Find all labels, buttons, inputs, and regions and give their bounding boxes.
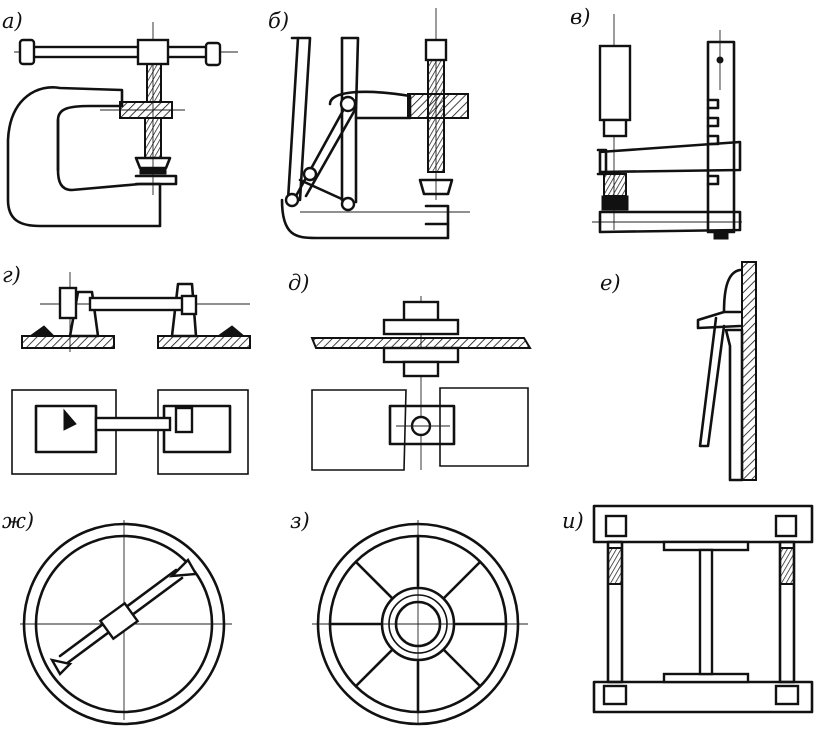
upper-platen [662,540,750,552]
clamp-plate-bottom [382,346,460,364]
base-jaw [424,204,450,226]
panel-label-z: з) [290,509,310,533]
jaw-plan-left [63,408,77,431]
panel-label-a: а) [2,9,23,33]
pivot-top [339,95,357,113]
lever-left-outer [286,36,300,202]
bolt-nut [402,360,440,378]
plate-left-plan [11,389,117,475]
column [706,40,736,234]
panel-label-d: д) [288,271,310,295]
turnbuckle [98,601,140,641]
nut [602,118,628,138]
workpiece [139,167,167,175]
tie-rod-right [778,540,796,684]
ring-outer [316,522,520,726]
lower-platen [662,672,750,684]
pressure-shoe [418,178,454,196]
handle-knob-left [18,38,36,66]
hub-bolt-circle [388,594,448,654]
plate-right-plan [439,387,529,467]
link-lower [298,178,346,202]
thread-right [779,547,795,585]
tie-rod-left [606,540,624,684]
wall-plate [724,328,744,482]
panel-a-c-clamp: а) [2,9,238,228]
column-notches [706,98,720,186]
screw-thread [427,59,445,173]
pivot-bottom-right [340,196,356,212]
base-foot [713,231,729,240]
panel-g-strap-clamp: г) [2,263,251,475]
wall-section [741,261,757,481]
thread-left [607,547,623,585]
nut-left [58,286,78,320]
screw-lower-thread [144,117,162,159]
handle-knob-right [204,41,222,67]
pivot-mid [302,166,318,182]
strut-end-top [168,558,198,578]
spokes [328,534,508,714]
frame-boss-section [119,101,173,119]
c-frame-jaw [134,174,178,186]
panel-i-press-frame: и) [562,504,814,714]
screw-head [424,38,448,62]
bottom-nut-right [774,684,800,706]
base-left-section [21,335,115,349]
lever-left [296,36,312,202]
panel-zh-ring-clamp: ж) [2,509,232,726]
panel-label-g: г) [2,263,21,287]
handle-bar [30,45,212,59]
panel-label-i: и) [562,509,584,533]
panel-e-wall-clamp: е) [600,261,757,482]
clamp-arm [598,140,742,174]
base-plate [598,210,742,234]
top-nut-right [774,514,798,538]
hub-inner [394,600,442,648]
panel-z-spoke-ring: з) [290,509,528,726]
screw-thread [603,173,627,197]
nut-right-plan [174,406,194,434]
post-right [340,36,360,204]
clamp-lever [698,316,726,448]
ring-outer [22,522,226,726]
clamp-jaw-left [28,325,56,337]
link-bar-2 [304,106,358,198]
panel-v-column-clamp: в) [570,5,742,240]
clamp-plate-top [382,318,460,336]
base-frame [280,198,450,240]
tie-rod [88,296,186,312]
base-right-section [157,335,251,349]
panel-label-zh: ж) [2,509,34,533]
tie-rod-plan [94,416,172,432]
screw-head [136,38,170,66]
panel-b-lever-clamp: б) [268,8,470,240]
bolt-head [402,300,440,322]
clamp-jaw-right [216,325,246,337]
nut-right [180,294,198,316]
workpiece [601,195,629,211]
clamp-plate-plan [388,404,456,446]
panel-label-v: в) [570,5,590,29]
panel-d-flat-clamp: д) [288,271,532,471]
plate-left-plan [311,389,407,471]
bottom-nut-left [602,684,628,706]
hub-outer [380,586,456,662]
plate-right-plan [157,389,249,475]
arm-end [596,148,608,176]
clamp-bracket [696,268,742,330]
bracket-right-plan [162,404,232,454]
ring-inner [34,534,214,714]
panel-label-e: е) [600,271,621,295]
center-strut [698,548,714,676]
link-bar [294,96,352,198]
strut-end-bottom [49,658,73,676]
panel-label-b: б) [268,9,289,33]
pivot-bottom-left [284,192,300,208]
screw-thread [146,63,162,103]
plates-section [310,337,532,349]
top-nut-left [604,514,628,538]
cylinder-body [598,44,632,122]
